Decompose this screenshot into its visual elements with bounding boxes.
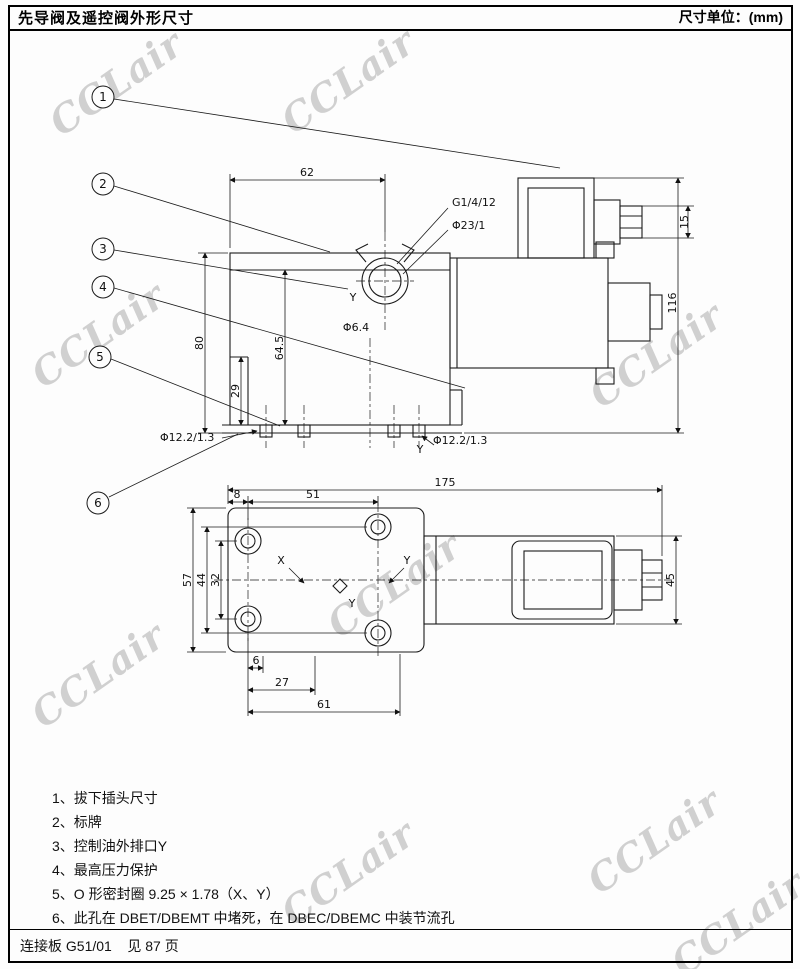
label-y-plan-2: Y [348, 597, 356, 610]
callout-2: 2 [99, 177, 107, 191]
dim-15: 15 [678, 215, 691, 229]
note-item-2: 2、标牌 [52, 814, 102, 830]
page-header: 先导阀及遥控阀外形尺寸 尺寸单位：(mm) [8, 5, 793, 31]
dim-175: 175 [435, 476, 456, 489]
dim-thread: G1/4/12 [452, 196, 496, 209]
notes-list: 1、拔下插头尺寸 2、标牌 3、控制油外排口Y 4、最高压力保护 5、O 形密封… [52, 786, 455, 930]
dim-port-left: Φ12.2/1.3 [160, 431, 214, 444]
dimension-lines [187, 174, 694, 716]
dim-32: 32 [209, 573, 222, 587]
dim-6: 6 [253, 654, 260, 667]
dim-hole-6-4: Φ6.4 [343, 321, 369, 334]
dim-80: 80 [193, 336, 206, 350]
dim-45: 45 [664, 573, 677, 587]
note-item-1: 1、拔下插头尺寸 [52, 790, 158, 806]
note-item-3: 3、控制油外排口Y [52, 838, 168, 854]
dim-57: 57 [181, 573, 194, 587]
callout-4: 4 [99, 280, 107, 294]
side-view-outline [222, 177, 663, 438]
units-label: 尺寸单位：(mm) [678, 9, 783, 25]
note-item-4: 4、最高压力保护 [52, 862, 158, 878]
callout-1: 1 [99, 90, 107, 104]
dim-port-right: Φ12.2/1.3 [433, 434, 487, 447]
note-item-6: 6、此孔在 DBET/DBEMT 中堵死，在 DBEC/DBEMC 中装节流孔 [52, 910, 455, 926]
dim-62: 62 [300, 166, 314, 179]
dim-61: 61 [317, 698, 331, 711]
note-item-5: 5、O 形密封圈 9.25 × 1.78（X、Y） [52, 886, 280, 902]
footer-text: 连接板 G51/01 见 87 页 [20, 938, 179, 954]
dim-116: 116 [666, 293, 679, 314]
footer-rule [8, 929, 793, 930]
leader-lines [108, 98, 561, 498]
label-y-bottom: Y [416, 443, 424, 456]
dim-29: 29 [229, 384, 242, 398]
dim-27: 27 [275, 676, 289, 689]
callout-balloons [86, 85, 115, 515]
dim-8: 8 [234, 488, 241, 501]
dim-44: 44 [195, 573, 208, 587]
callout-6: 6 [94, 496, 102, 510]
dim-dia23: Φ23/1 [452, 219, 485, 232]
label-x-plan: X [277, 554, 285, 567]
dim-51: 51 [306, 488, 320, 501]
callout-5: 5 [96, 350, 104, 364]
page-title: 先导阀及遥控阀外形尺寸 [18, 9, 195, 27]
callout-3: 3 [99, 242, 107, 256]
label-y-top: Y [349, 291, 357, 304]
label-y-plan: Y [403, 554, 411, 567]
dim-64-5: 64.5 [273, 336, 286, 361]
centerlines [214, 232, 672, 657]
